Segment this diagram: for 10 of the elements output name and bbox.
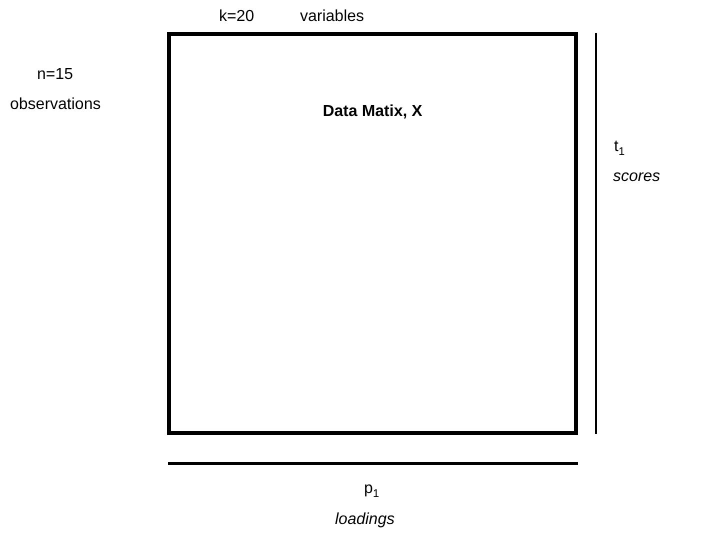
count-label: n=15 (37, 66, 74, 84)
matrix-title: Data Matix, X (322, 103, 424, 122)
dimension-label: variables (300, 8, 364, 26)
matrix-box (167, 32, 578, 435)
dimension-label: observations (10, 96, 101, 114)
vector-label: p$_{1}$ (364, 480, 380, 502)
count-label: k=20 (219, 8, 254, 26)
axis-caption: loadings (335, 511, 395, 530)
axis-caption: scores (613, 168, 660, 186)
vector-label: t$_{1}$ (614, 138, 625, 160)
